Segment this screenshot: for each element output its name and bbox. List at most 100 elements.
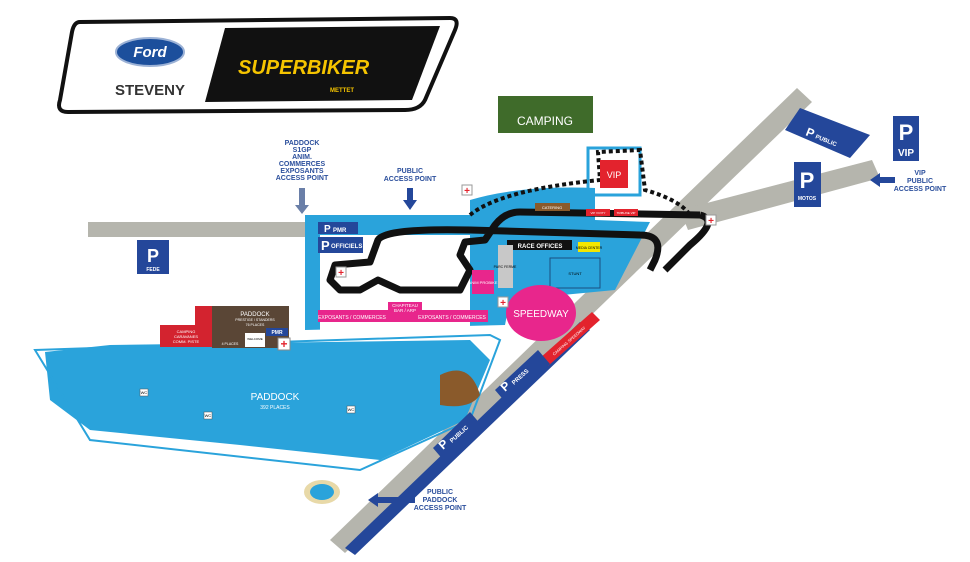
chapiteau-zone[interactable] (388, 302, 422, 314)
wc-icons: WC WC WC (139, 388, 356, 420)
access-label: ACCESS POINT (894, 186, 947, 193)
chapiteau-label-2: BAR / ARP (394, 308, 416, 313)
parking-fede-label: FEDE (146, 267, 160, 273)
media-center-label: MEDIA CENTER (576, 246, 603, 250)
welcome-label: WELCOME (247, 337, 263, 341)
camping-caravanes-label: CAMPING (177, 329, 196, 334)
svg-text:+: + (708, 216, 714, 227)
parking-press[interactable]: P PRESS (495, 350, 550, 404)
parking-pmr[interactable]: P PMR (318, 222, 358, 235)
parc-ferme-label: PARC FERME (494, 265, 517, 269)
camping-area[interactable] (498, 96, 593, 133)
media-center[interactable] (578, 242, 600, 252)
catering-label: CATERING (542, 205, 562, 210)
public-access-point[interactable]: PUBLIC ACCESS POINT (384, 168, 437, 210)
camping-caravanes-label-2: CARAVANES (174, 334, 198, 339)
stunt-label: STUNT (568, 271, 582, 276)
parking-icon: P (899, 120, 914, 145)
paddock-prestige-label-2: PRESTIGE / STANDERS (235, 318, 275, 322)
speedway[interactable] (506, 285, 576, 341)
speedway-label: SPEEDWAY (513, 309, 569, 320)
first-aid-icon: + + + + (335, 184, 717, 309)
stunt-zone[interactable] (549, 257, 601, 289)
tribune-vip-label: TRIBUNE VIP (617, 211, 636, 215)
parking-officiels[interactable]: P OFFICIELS (318, 237, 363, 253)
public-paddock-access-point[interactable]: PUBLIC PADDOCK ACCESS POINT (368, 489, 467, 512)
vip-zone[interactable] (600, 160, 628, 188)
access-label: ANIM. (292, 154, 312, 161)
parc-ferme[interactable] (498, 245, 513, 288)
parking-icon: P (321, 238, 330, 253)
wc-label: WC (141, 390, 148, 395)
vip-hospitality[interactable] (586, 209, 610, 216)
vip-public-access-point[interactable]: VIP PUBLIC ACCESS POINT (870, 170, 947, 193)
ford-logo-icon (115, 37, 185, 67)
svg-text:+: + (500, 298, 506, 309)
parking-public-south[interactable]: P PUBLIC (433, 412, 482, 462)
road-east (680, 160, 880, 230)
parking-icon: P (147, 246, 159, 266)
paddock-label: PADDOCK (251, 392, 300, 403)
access-label: COMMERCES (279, 161, 326, 168)
access-label: PUBLIC (397, 168, 423, 175)
svg-text:+: + (338, 268, 344, 279)
access-label: ACCESS POINT (414, 505, 467, 512)
parking-public-north[interactable]: P PUBLIC (785, 108, 870, 158)
access-label: PUBLIC (907, 178, 933, 185)
exposants-label-right: EXPOSANTS / COMMERCES (418, 315, 486, 321)
camping-caravanes[interactable] (160, 325, 212, 347)
parking-pmr-paddock[interactable] (266, 328, 288, 336)
access-label: ACCESS POINT (276, 175, 329, 182)
camping-label: CAMPING (517, 114, 573, 128)
paddock-prestige-label: PADDOCK (240, 312, 269, 318)
access-label: ACCESS POINT (384, 176, 437, 183)
anim-probike[interactable] (472, 270, 494, 294)
parking-icon: P (800, 168, 815, 193)
tribune-vip[interactable] (614, 209, 638, 216)
paddock-places-label: 392 PLACES (260, 405, 290, 411)
paddock-area[interactable] (45, 340, 490, 460)
wc-label: WC (348, 407, 355, 412)
dotted-track (468, 147, 692, 217)
access-label: PADDOCK (285, 140, 320, 147)
parking-fede[interactable]: P FEDE (137, 240, 169, 274)
paddock-prestige-label-3: 76 PLACES (246, 323, 265, 327)
access-label: S1GP (293, 147, 312, 154)
arrow-down-icon (403, 188, 417, 210)
ford-text: Ford (133, 44, 167, 61)
exposants-label-left: EXPOSANTS / COMMERCES (318, 315, 386, 321)
vip-label: VIP (607, 170, 622, 180)
paddock-s1gp-access-point[interactable]: PADDOCK S1GP ANIM. COMMERCES EXPOSANTS A… (276, 140, 329, 214)
parking-icon: P (324, 224, 331, 235)
four-places-label: 4 PLACES (222, 342, 239, 346)
parking-motos-label: MOTOS (798, 196, 817, 202)
svg-text:+: + (464, 186, 470, 197)
dirt-area (440, 370, 480, 407)
parking-officiels-label: OFFICIELS (331, 244, 362, 250)
parking-vip[interactable]: P VIP (893, 116, 919, 161)
chapiteau-label: CHAPITEAU (392, 303, 418, 308)
race-track (326, 208, 712, 294)
first-aid-icon (277, 337, 291, 351)
access-label: EXPOSANTS (280, 168, 324, 175)
camping-speedway[interactable] (540, 312, 600, 366)
parking-motos[interactable]: P MOTOS (794, 162, 821, 207)
access-label: PADDOCK (423, 497, 458, 504)
svg-text:+: + (280, 337, 287, 351)
race-offices[interactable] (507, 240, 572, 250)
parking-vip-label: VIP (898, 148, 914, 159)
wc-label: WC (205, 413, 212, 418)
parking-pmr-paddock-label: PMR (271, 330, 283, 336)
arrow-left-icon (870, 173, 895, 187)
anim-probike-label: ANIM PROBIKE (469, 280, 498, 285)
arrow-down-icon (295, 188, 309, 214)
steveny-text: STEVENY (115, 82, 185, 99)
access-label: PUBLIC (427, 489, 453, 496)
mettet-text: METTET (330, 88, 354, 94)
arrow-left-icon (368, 493, 415, 507)
exposants-zone[interactable] (318, 310, 488, 322)
catering[interactable] (535, 203, 570, 211)
access-label: VIP (914, 170, 926, 177)
parking-pmr-label: PMR (333, 228, 347, 234)
